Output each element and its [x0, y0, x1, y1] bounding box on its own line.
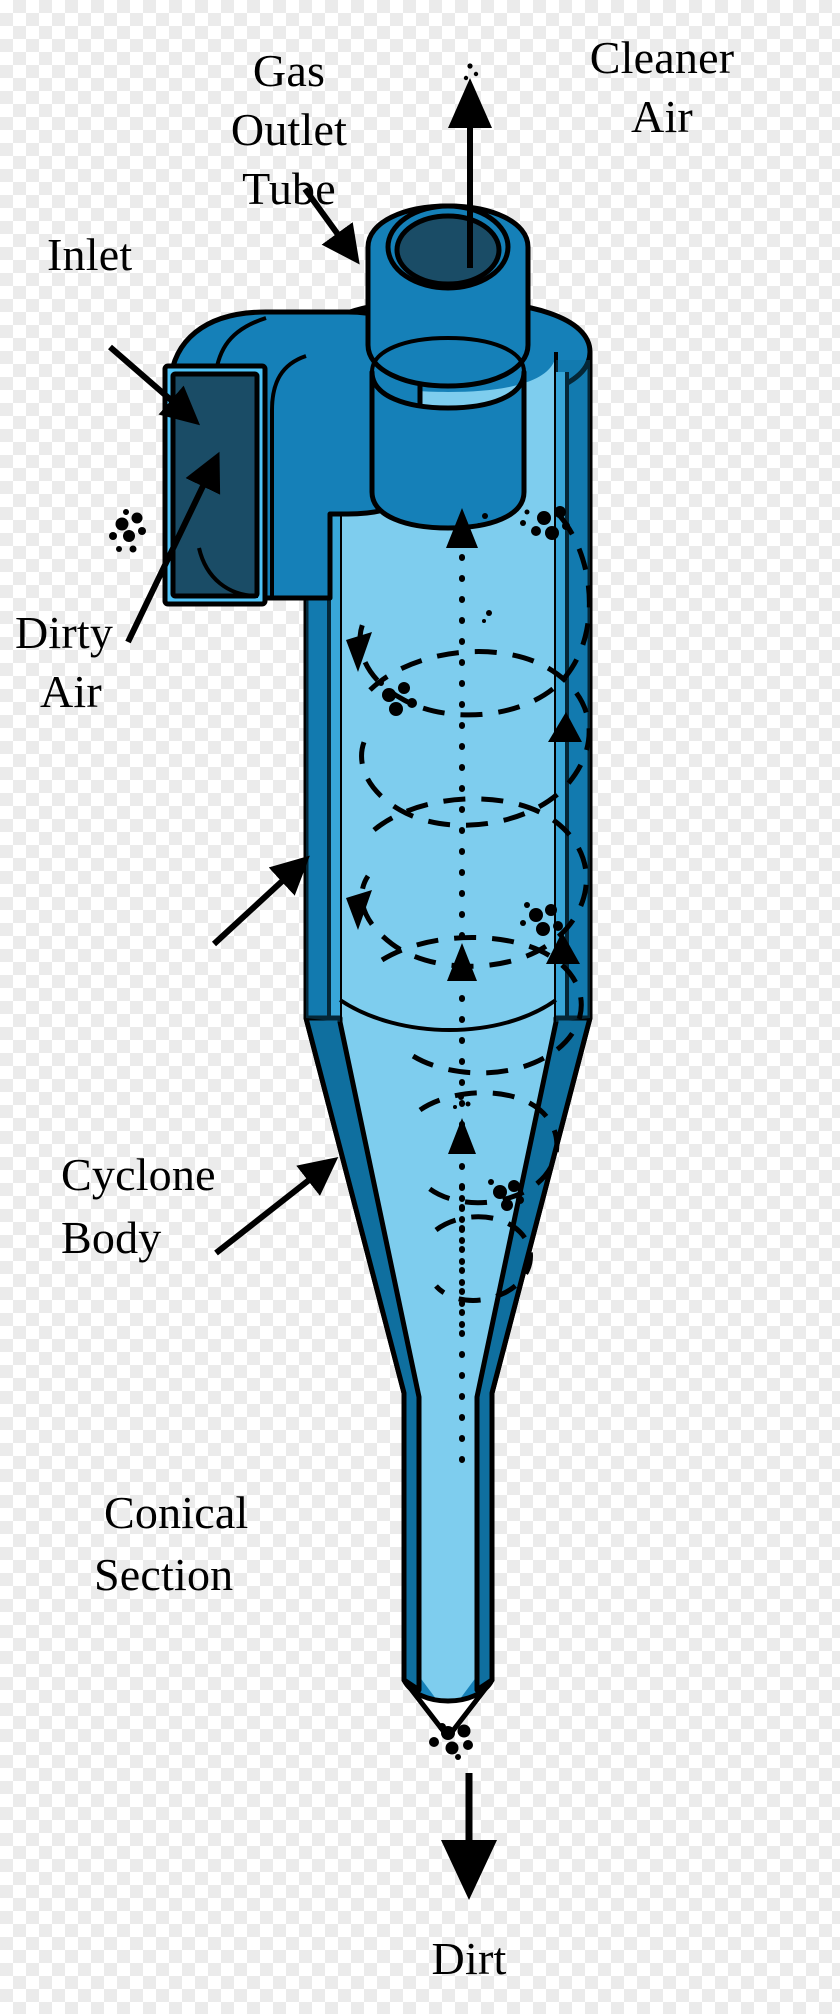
inlet-duct-floor-curve — [197, 547, 259, 598]
outer-vortex-loop-6 — [434, 1214, 533, 1303]
labels-group: Gas Outlet Tube Cleaner Air Inlet Dirty … — [15, 32, 734, 1984]
label-conical-section-line-2: Section — [94, 1549, 233, 1600]
dirt-discharge-dust — [429, 1723, 473, 1760]
label-gas-outlet-tube-line-1: Gas — [253, 45, 325, 96]
dust-cluster-mid-left — [378, 610, 492, 716]
leader-conical-section — [214, 1157, 339, 1256]
label-dirty-air-line-2: Air — [40, 666, 102, 717]
cone-shoulder-line — [338, 998, 558, 1032]
label-dirt-line-1: Dirt — [432, 1933, 507, 1984]
outer-vortex-loop-2 — [359, 649, 592, 828]
inlet-opening-interior — [170, 371, 260, 599]
cleaner-air-arrow — [448, 63, 492, 268]
label-gas-outlet-tube: Gas Outlet Tube — [231, 45, 347, 214]
inner-vortex-arrowhead-top — [446, 508, 478, 548]
chamber-interior — [340, 352, 556, 1715]
cone-shell-left — [303, 1015, 422, 1693]
label-conical-section: Conical Section — [94, 1487, 248, 1600]
label-cyclone-body: Cyclone Body — [61, 1149, 216, 1263]
inner-vortex-arrowhead-cone — [448, 1118, 476, 1154]
outlet-tube-bottom-edge — [366, 344, 530, 389]
gas-outlet-tube — [365, 203, 531, 531]
outer-vortex-loop-5 — [418, 1090, 560, 1206]
label-cyclone-body-line-1: Cyclone — [61, 1149, 216, 1200]
outer-vortex-arrow-4 — [546, 932, 580, 964]
outer-vortex-arrow-1 — [346, 632, 372, 672]
label-conical-section-line-1: Conical — [104, 1487, 248, 1538]
dirt-discharge-opening — [401, 1677, 495, 1740]
dirt-arrow — [429, 1723, 497, 1900]
label-dirty-air-line-1: Dirty — [15, 607, 113, 658]
vortex-finder-top-ellipse — [369, 335, 527, 411]
dust-particles-group — [378, 506, 570, 1211]
cleaner-air-residual-dust — [463, 63, 479, 81]
label-dirt: Dirt — [432, 1933, 507, 1984]
label-cyclone-body-line-2: Body — [61, 1212, 161, 1263]
outer-vortex-loop-1 — [357, 514, 592, 718]
leader-inlet — [108, 344, 201, 426]
label-dirty-air: Dirty Air — [15, 607, 113, 717]
outer-vortex-loop-4 — [380, 935, 584, 1076]
outer-vortex-arrow-3 — [346, 890, 372, 930]
outlet-tube-bore — [394, 213, 502, 287]
leader-gas-outlet-tube — [302, 187, 360, 265]
inlet-scroll-inner-edge-2 — [270, 354, 307, 598]
leader-cyclone-body — [211, 855, 310, 947]
label-inlet: Inlet — [47, 229, 132, 280]
dust-cluster-upper-right — [477, 506, 570, 540]
dust-cluster-mid-right — [520, 902, 563, 936]
label-cleaner-air: Cleaner Air — [590, 32, 734, 142]
label-inlet-line-1: Inlet — [47, 229, 132, 280]
flow-annotation — [346, 508, 592, 1463]
leader-dirty-air — [125, 451, 221, 644]
inner-vortex-arrowhead-mid — [447, 943, 477, 981]
dust-cluster-cone — [453, 1094, 524, 1211]
label-gas-outlet-tube-line-3: Tube — [242, 163, 336, 214]
dirt-arrowhead — [441, 1840, 497, 1900]
label-gas-outlet-tube-line-2: Outlet — [231, 104, 347, 155]
label-cleaner-air-line-2: Air — [631, 91, 693, 142]
cleaner-air-arrowhead — [448, 78, 492, 128]
cone-shell-right — [474, 1015, 593, 1693]
label-cleaner-air-line-1: Cleaner — [590, 32, 734, 83]
outer-vortex-arrow-2 — [548, 712, 582, 742]
dirty-air-dust — [109, 509, 146, 553]
